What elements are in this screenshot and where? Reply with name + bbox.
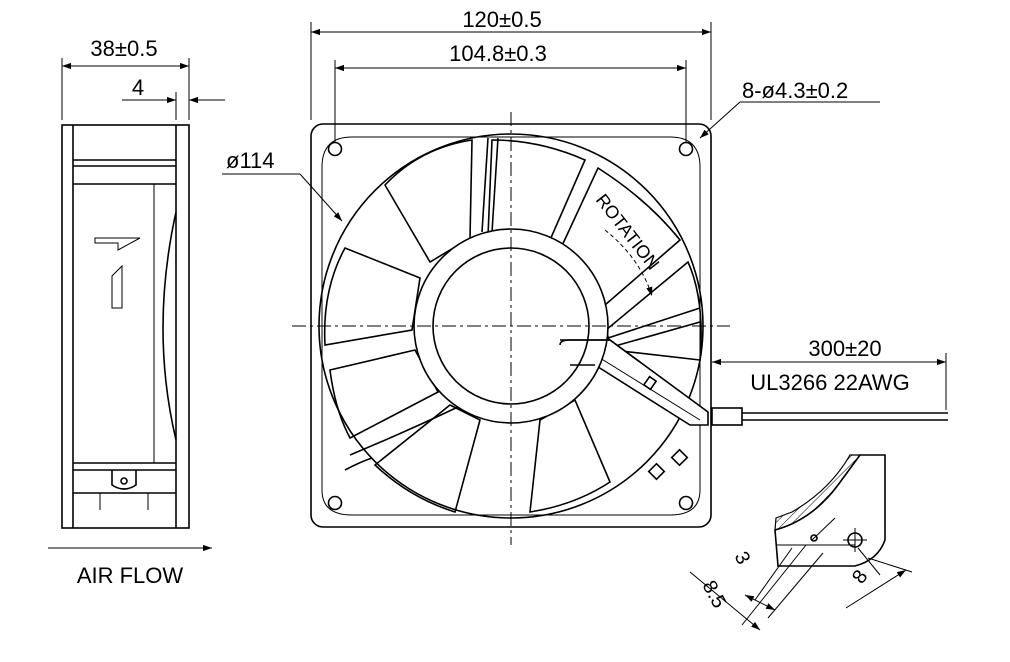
mount-hole	[327, 495, 343, 511]
rotation-label: ROTATION	[592, 190, 663, 273]
wire-spec-label: UL3266 22AWG	[750, 370, 909, 395]
rotation-direction-icon	[111, 264, 123, 309]
side-frame	[61, 124, 190, 529]
mount-hole	[678, 495, 694, 511]
fan-blades	[323, 139, 702, 514]
mount-hole	[678, 141, 694, 157]
overall-width-dimension: 120±0.5	[462, 7, 541, 32]
blade-profile	[162, 211, 177, 441]
diamond-marker	[647, 462, 666, 481]
front-view: ROTATION 120±0.5 104.8±0.3 8-ø4.3±0.2 ø1…	[222, 7, 948, 545]
flange-dimension: 4	[132, 75, 144, 100]
diamond-marker	[670, 448, 689, 467]
lead-length-dimension: 300±20	[808, 336, 881, 361]
detail-hatch	[774, 454, 862, 531]
wire-sleeve	[711, 407, 743, 426]
detail-dimension-3: 3	[730, 548, 755, 568]
depth-dimension: 38±0.5	[90, 36, 157, 61]
detail-view: 8.5 3 8	[689, 454, 913, 631]
mount-hole-dimension: 8-ø4.3±0.2	[742, 78, 848, 103]
mount-hole	[327, 141, 343, 157]
side-view: 38±0.5 4 AIR FLOW	[48, 36, 225, 588]
hole-spacing-dimension: 104.8±0.3	[449, 41, 547, 66]
flow-direction-icon	[94, 237, 141, 251]
rotation-arrow	[604, 229, 653, 297]
diameter-dimension: ø114	[226, 148, 275, 173]
air-flow-label: AIR FLOW	[77, 563, 184, 588]
detail-dimension-8: 8	[848, 566, 872, 588]
